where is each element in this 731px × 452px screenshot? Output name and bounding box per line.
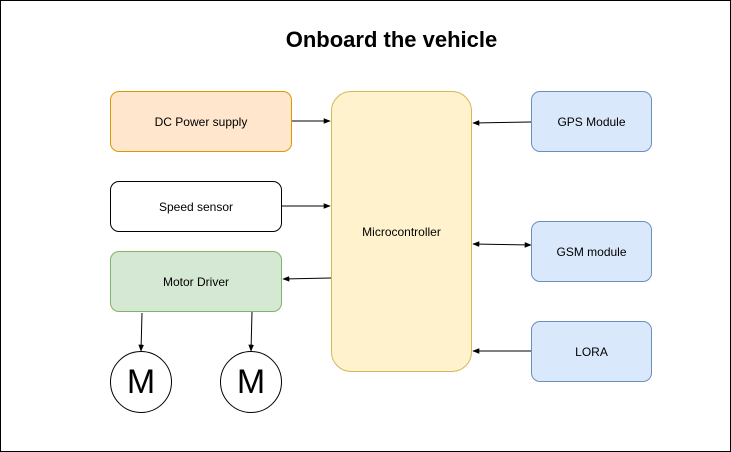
motor-2-label: M <box>236 362 266 401</box>
dc-power-supply-node: DC Power supply <box>110 91 292 152</box>
motor-1-label: M <box>126 362 156 401</box>
arrow-gsm-mcu-bidirectional <box>472 241 532 248</box>
microcontroller-label: Microcontroller <box>362 224 441 239</box>
motor-2: M <box>220 351 282 413</box>
arrow-gps-to-mcu <box>472 120 532 126</box>
speed-sensor-node: Speed sensor <box>110 181 282 232</box>
arrow-driver-to-motor-1 <box>138 312 144 352</box>
gps-module-label: GPS Module <box>557 114 626 129</box>
speed-sensor-label: Speed sensor <box>158 199 234 214</box>
gps-module-node: GPS Module <box>531 91 652 152</box>
microcontroller-node: Microcontroller <box>331 91 472 372</box>
lora-node: LORA <box>531 321 652 382</box>
gsm-module-label: GSM module <box>556 244 627 259</box>
dc-power-supply-label: DC Power supply <box>154 114 248 129</box>
lora-label: LORA <box>575 344 608 359</box>
motor-driver-node: Motor Driver <box>110 251 282 312</box>
arrow-mcu-to-motor-driver <box>282 276 332 282</box>
diagram-title: Onboard the vehicle <box>285 27 498 52</box>
arrow-driver-to-motor-2 <box>248 311 254 352</box>
motor-1: M <box>110 351 172 413</box>
gsm-module-node: GSM module <box>531 221 652 282</box>
motor-driver-label: Motor Driver <box>162 274 229 289</box>
